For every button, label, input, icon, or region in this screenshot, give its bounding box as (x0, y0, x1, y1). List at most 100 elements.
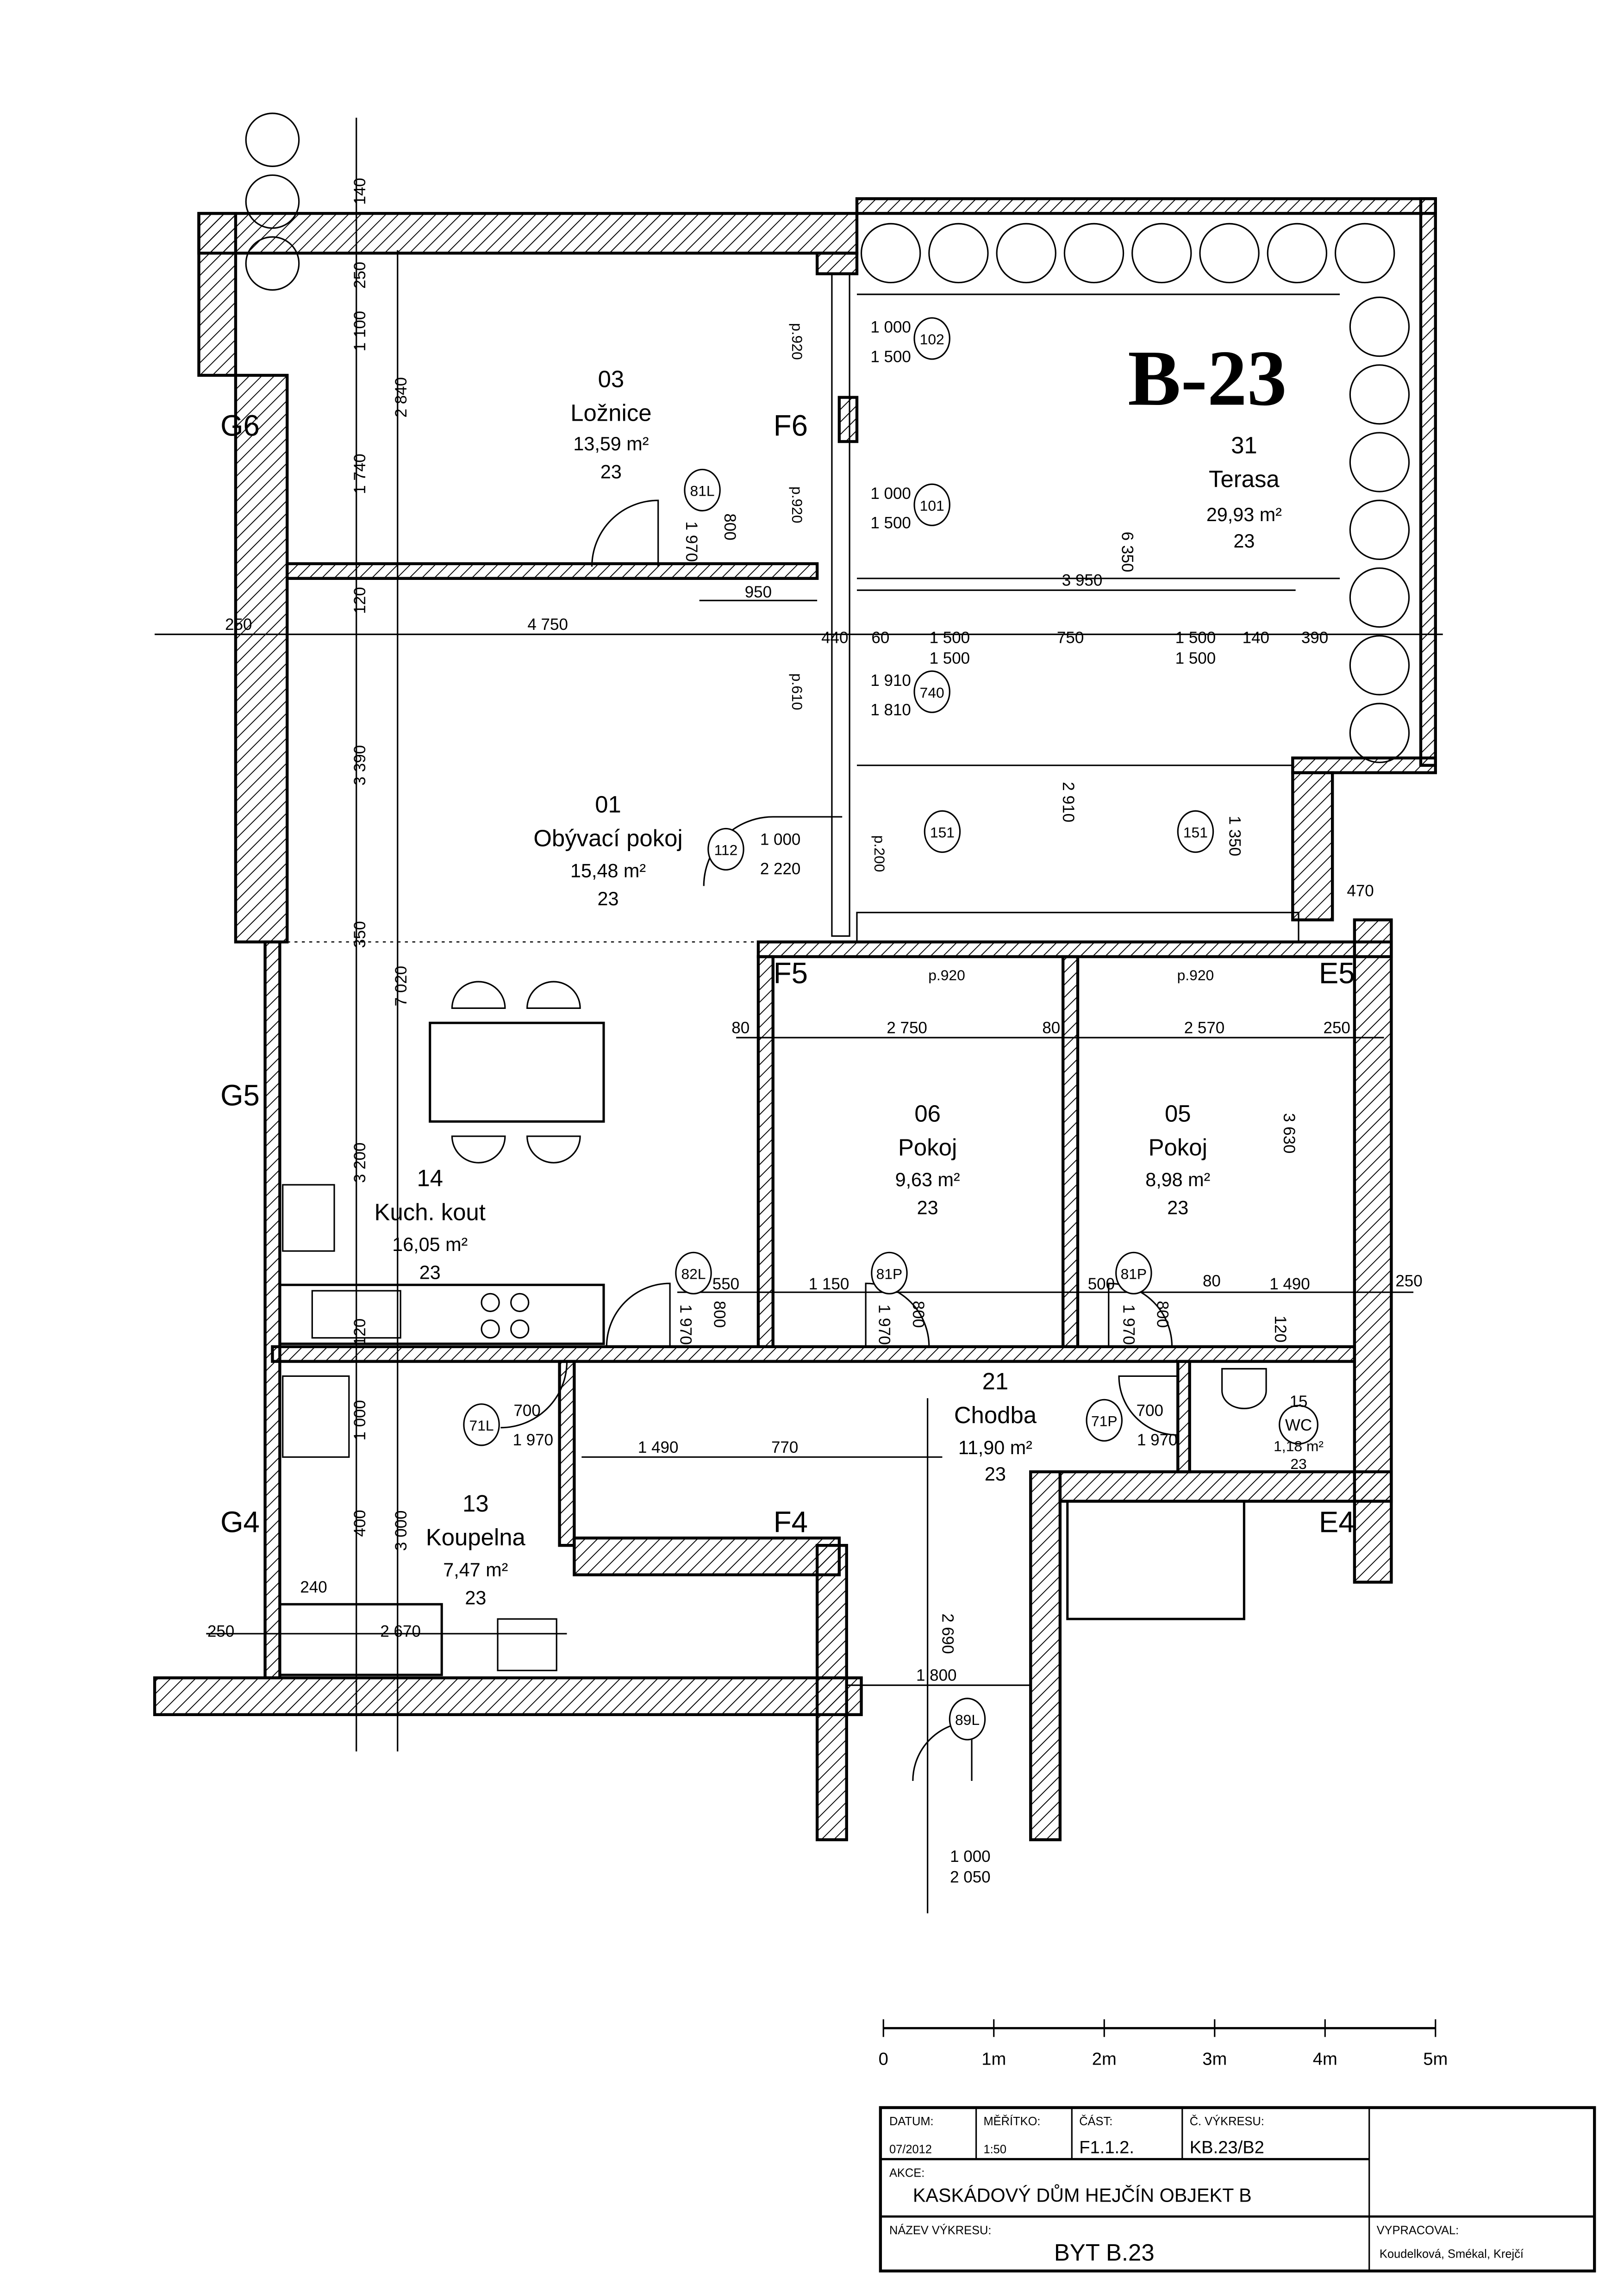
window-labels-text: 1 000 (760, 830, 801, 848)
dimensions-vertical-text: 1 740 (351, 454, 369, 494)
planter-circle (245, 174, 300, 229)
room-number: 01 (595, 791, 621, 817)
scale-bar-text: 4m (1313, 2049, 1337, 2069)
room-06: 06 Pokoj 9,63 m² 23 (895, 1100, 960, 1218)
door-tag-marker (1177, 810, 1214, 853)
dimensions-horizontal-text: 1 000 (950, 1848, 991, 1866)
authors: Koudelková, Smékal, Krejčí (1380, 2247, 1524, 2260)
door-tag-label: 740 (920, 684, 944, 701)
dimensions-horizontal-text: 1 150 (809, 1275, 849, 1293)
room-floor: 23 (1167, 1197, 1188, 1219)
dimensions-horizontal-text: 250 (225, 616, 252, 634)
dimensions-horizontal-text: 2 670 (380, 1622, 421, 1640)
room-area: 9,63 m² (895, 1169, 960, 1190)
dimensions-vertical-text: 800 (1154, 1301, 1172, 1328)
grid-markers-text: G6 (220, 409, 260, 442)
room-floor: 23 (985, 1463, 1006, 1485)
drawing-title: BYT B.23 (1054, 2240, 1155, 2266)
dimensions-vertical-text: 1 100 (351, 311, 369, 352)
window-labels-text: p.610 (789, 673, 806, 710)
door-tag-marker (707, 828, 744, 871)
planter-circle (245, 236, 300, 291)
dimensions-horizontal-text: 470 (1347, 882, 1374, 900)
dimensions-horizontal-text: 250 (207, 1622, 234, 1640)
dimensions-vertical-text: 6 350 (1118, 532, 1136, 572)
room-name: Pokoj (898, 1134, 957, 1160)
planter-circle (245, 112, 300, 167)
grid-markers-text: G4 (220, 1506, 260, 1539)
dimensions-vertical-text: 350 (351, 921, 369, 948)
grid-markers-text: F6 (774, 409, 808, 442)
dimensions-horizontal-text: 240 (300, 1578, 327, 1596)
room-area: 11,90 m² (958, 1437, 1032, 1458)
grid-markers-text: G5 (220, 1079, 260, 1112)
dimensions-horizontal-text: 500 (1088, 1275, 1115, 1293)
window-labels-text: p.920 (789, 486, 806, 523)
room-area: 16,05 m² (392, 1234, 468, 1255)
room-name: Kuch. kout (375, 1199, 486, 1225)
door-tag-marker (1086, 1399, 1123, 1442)
door-tag-label: 151 (930, 824, 955, 840)
dimensions-vertical-text: 800 (711, 1301, 729, 1328)
room-floor: 23 (598, 888, 619, 909)
room-area: 15,48 m² (570, 860, 646, 881)
dimensions-horizontal-text: 700 (1137, 1401, 1163, 1419)
room-area: 13,59 m² (573, 433, 649, 454)
project-name: KASKÁDOVÝ DŮM HEJČÍN OBJEKT B (913, 2184, 1252, 2206)
drawing-number: KB.23/B2 (1190, 2138, 1264, 2158)
room-area: 8,98 m² (1145, 1169, 1210, 1190)
dimensions-horizontal-text: 770 (771, 1438, 798, 1456)
project-label: AKCE: (889, 2166, 924, 2179)
dining-table (429, 1021, 605, 1123)
dimensions-vertical-text: 800 (721, 513, 739, 540)
door-tag-marker (949, 1698, 986, 1741)
wc-icon (1279, 1405, 1318, 1445)
room-labels: 03 Ložnice 13,59 m² 23 31 Terasa 29,93 m… (375, 366, 1324, 1608)
planter-circle (1334, 223, 1395, 284)
planter-circle (1349, 567, 1410, 628)
door-tag-marker (913, 670, 950, 713)
dimensions-vertical-text: 1 970 (682, 522, 700, 562)
window-labels-text: 1 910 (870, 672, 911, 690)
door-tag-label: 89L (955, 1711, 980, 1728)
dimensions-horizontal-text: 80 (1042, 1019, 1060, 1037)
room-floor: 23 (419, 1262, 441, 1283)
planter-circle (996, 223, 1056, 284)
window-labels-text: p.920 (789, 323, 806, 360)
planter-circle (1349, 635, 1410, 696)
room-name: Pokoj (1149, 1134, 1207, 1160)
part-value: F1.1.2. (1079, 2138, 1134, 2158)
dimensions-vertical-text: 1 970 (1120, 1304, 1138, 1345)
door-tag-label: 102 (920, 331, 944, 348)
scale-label: MĚŘÍTKO: (983, 2115, 1040, 2128)
scale-value: 1:50 (983, 2143, 1006, 2156)
terrace-planters (245, 112, 1410, 763)
dimensions-vertical: 140 250 1 100 1 740 2 840 120 3 390 350 … (351, 178, 1298, 1654)
door-tag-label: 71L (469, 1417, 494, 1434)
door-tag-marker (675, 1251, 712, 1294)
dimensions-horizontal: 950 4 750 250 440 60 1 500 750 1 500 140… (207, 572, 1423, 1886)
window-labels-text: p.920 (928, 967, 965, 983)
room-number: 03 (598, 366, 625, 392)
room-number: 15 (1290, 1393, 1308, 1411)
dimensions-horizontal-text: 80 (731, 1019, 750, 1037)
dimensions-vertical-text: 2 690 (938, 1613, 956, 1654)
grid-markers-text: E5 (1319, 957, 1355, 989)
room-05: 05 Pokoj 8,98 m² 23 (1145, 1100, 1210, 1218)
dimensions-horizontal-text: 3 950 (1062, 572, 1103, 590)
dimensions-vertical-text: 800 (909, 1301, 927, 1328)
drawing-number-label: Č. VÝKRESU: (1190, 2115, 1264, 2128)
apartment-label: B-23 (1128, 335, 1287, 423)
dimensions-horizontal-text: 750 (1057, 629, 1084, 647)
dimensions-horizontal-text: 80 (1203, 1272, 1221, 1290)
room-number: 14 (417, 1165, 443, 1191)
window-labels-text: p.920 (1177, 967, 1214, 983)
dimensions-vertical-text: 120 (1271, 1315, 1289, 1342)
door-tag-marker (913, 483, 950, 526)
datum-label: DATUM: (889, 2115, 934, 2128)
dimensions-horizontal-text: 1 500 (1175, 629, 1216, 647)
dimensions-horizontal-text: 1 500 (1175, 649, 1216, 667)
room-13: 13 Koupelna 7,47 m² 23 (426, 1490, 526, 1608)
room-number: 13 (462, 1490, 489, 1517)
